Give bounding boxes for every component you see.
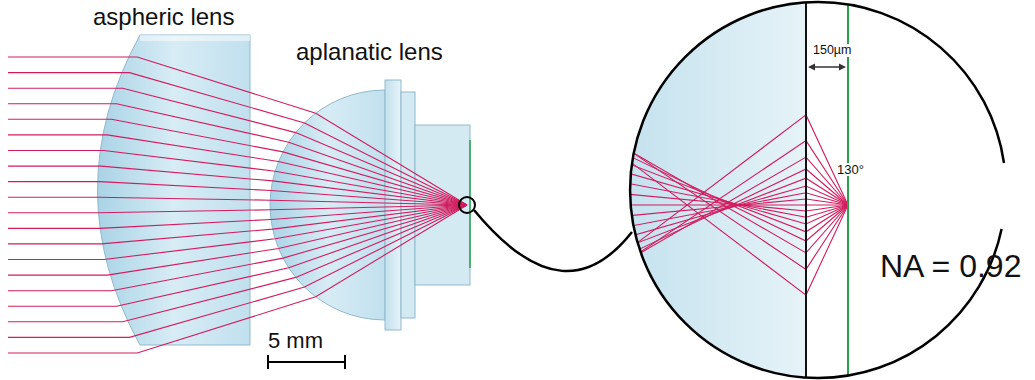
aspheric-lens: [98, 35, 251, 345]
light-ray: [600, 193, 848, 232]
dimension-arrowheads: [808, 64, 846, 71]
light-ray: [8, 205, 467, 322]
aplanatic-flange: [385, 80, 401, 330]
light-ray: [8, 197, 467, 205]
light-ray: [600, 141, 848, 280]
light-ray: [8, 151, 467, 206]
light-ray: [600, 165, 848, 224]
light-ray: [8, 119, 467, 205]
scale-bar: [268, 361, 345, 363]
part-name: aspheric lens: [93, 5, 234, 29]
light-ray: [600, 178, 848, 217]
light-ray: [8, 205, 467, 260]
light-ray: [600, 169, 848, 268]
light-ray: [8, 166, 467, 205]
inset-circle: [630, 2, 1004, 378]
na-label: NA = 0.92: [880, 250, 1021, 282]
scale-label: 5 mm: [268, 330, 323, 352]
angle-label: 130°: [836, 163, 865, 176]
light-ray: [8, 104, 467, 205]
inset-glass: [620, 0, 806, 380]
light-ray: [8, 205, 467, 337]
zoom-marker: [459, 197, 475, 213]
light-ray: [8, 73, 467, 205]
light-ray: [600, 153, 848, 232]
light-ray: [8, 182, 467, 205]
part-name: aplanatic lens: [296, 40, 443, 64]
dimension-arrow: [810, 66, 844, 68]
light-ray: [8, 135, 467, 205]
light-ray: [8, 57, 467, 205]
light-ray: [600, 131, 848, 270]
light-ray: [8, 88, 467, 205]
sample-layer: [469, 140, 471, 268]
zoom-connector: [474, 210, 632, 271]
light-ray: [8, 205, 467, 306]
light-ray: [8, 205, 467, 353]
dimension-label: 150µm: [812, 44, 852, 57]
glass-interface: [805, 0, 807, 380]
light-ray: [600, 134, 848, 253]
aplanatic-hemisphere: [270, 90, 385, 320]
light-ray: [600, 142, 848, 241]
spacer-plate: [401, 92, 415, 318]
light-ray: [600, 139, 848, 295]
light-ray: [8, 205, 467, 213]
sample-plane: [847, 0, 849, 380]
light-ray: [600, 157, 848, 276]
light-ray: [8, 205, 467, 291]
